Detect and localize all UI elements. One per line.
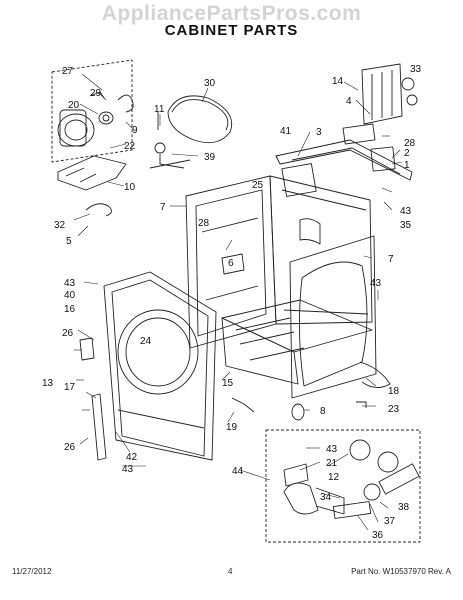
side-panel-right (289, 235, 377, 399)
drive-belt (167, 95, 233, 144)
callout-11: 11 (154, 104, 165, 115)
callout-4: 4 (346, 96, 352, 107)
console-bracket (342, 63, 418, 172)
callout-21: 21 (326, 458, 338, 469)
callout-15: 15 (222, 378, 234, 389)
callout-28-left: 28 (198, 218, 210, 229)
callout-16: 16 (64, 304, 76, 315)
callout-43-top: 43 (400, 206, 412, 217)
callout-32: 32 (54, 220, 66, 231)
callout-43-right: 43 (370, 278, 382, 289)
blower-assembly (51, 59, 134, 163)
callout-43-front: 43 (64, 278, 76, 289)
callout-29: 29 (90, 88, 102, 99)
callout-23: 23 (388, 404, 400, 415)
footer-date: 11/27/2012 (12, 567, 52, 576)
callout-2: 2 (404, 148, 410, 159)
callout-43-box: 43 (326, 444, 338, 455)
callout-labels: 27 29 20 9 22 10 32 5 30 11 39 14 33 4 4… (42, 64, 422, 541)
door-hinge (79, 337, 107, 461)
callout-12: 12 (328, 472, 340, 483)
callout-1: 1 (404, 160, 410, 171)
callout-24: 24 (140, 336, 152, 347)
callout-18: 18 (388, 386, 400, 397)
callout-7-right: 7 (388, 254, 394, 265)
callout-27: 27 (62, 66, 74, 77)
callout-28: 28 (404, 138, 416, 149)
callout-13: 13 (42, 378, 54, 389)
callout-26-lower: 26 (64, 442, 76, 453)
watermark: AppliancePartsPros.com (101, 2, 362, 25)
top-rail (275, 139, 413, 197)
callout-35: 35 (400, 220, 412, 231)
callout-39: 39 (204, 152, 216, 163)
callout-42: 42 (126, 452, 138, 463)
callout-7-left: 7 (160, 202, 166, 213)
callout-19: 19 (226, 422, 238, 433)
front-panel (103, 271, 217, 461)
callout-44: 44 (232, 466, 244, 477)
leader-lines (73, 73, 403, 531)
idler-pulley (149, 112, 191, 169)
callout-26-upper: 26 (62, 328, 74, 339)
callout-41: 41 (280, 126, 292, 137)
callout-43-bottom: 43 (122, 464, 134, 475)
base-frame (221, 299, 373, 385)
callout-38: 38 (398, 502, 410, 513)
callout-5: 5 (66, 236, 72, 247)
callout-8: 8 (320, 406, 326, 417)
callout-34: 34 (320, 492, 332, 503)
callout-33: 33 (410, 64, 422, 75)
cabinet-right-panel (269, 175, 373, 325)
callout-30: 30 (204, 78, 216, 89)
callout-36: 36 (372, 530, 384, 541)
blower-bracket (57, 155, 127, 217)
callout-40: 40 (64, 290, 76, 301)
exhaust-parts-box (265, 429, 421, 543)
callout-17: 17 (64, 382, 76, 393)
page-title: CABINET PARTS (164, 22, 299, 39)
callout-14: 14 (332, 76, 344, 87)
callout-10: 10 (124, 182, 136, 193)
callout-3: 3 (316, 127, 322, 138)
small-parts (231, 361, 391, 421)
callout-37: 37 (384, 516, 396, 527)
footer-page-number: 4 (228, 567, 233, 576)
callout-9: 9 (132, 125, 138, 136)
footer-part-number: Part No. W10537970 Rev. A (351, 567, 451, 576)
callout-22: 22 (124, 141, 136, 152)
callout-20: 20 (68, 100, 80, 111)
callout-25: 25 (252, 180, 264, 191)
callout-6: 6 (228, 258, 234, 269)
